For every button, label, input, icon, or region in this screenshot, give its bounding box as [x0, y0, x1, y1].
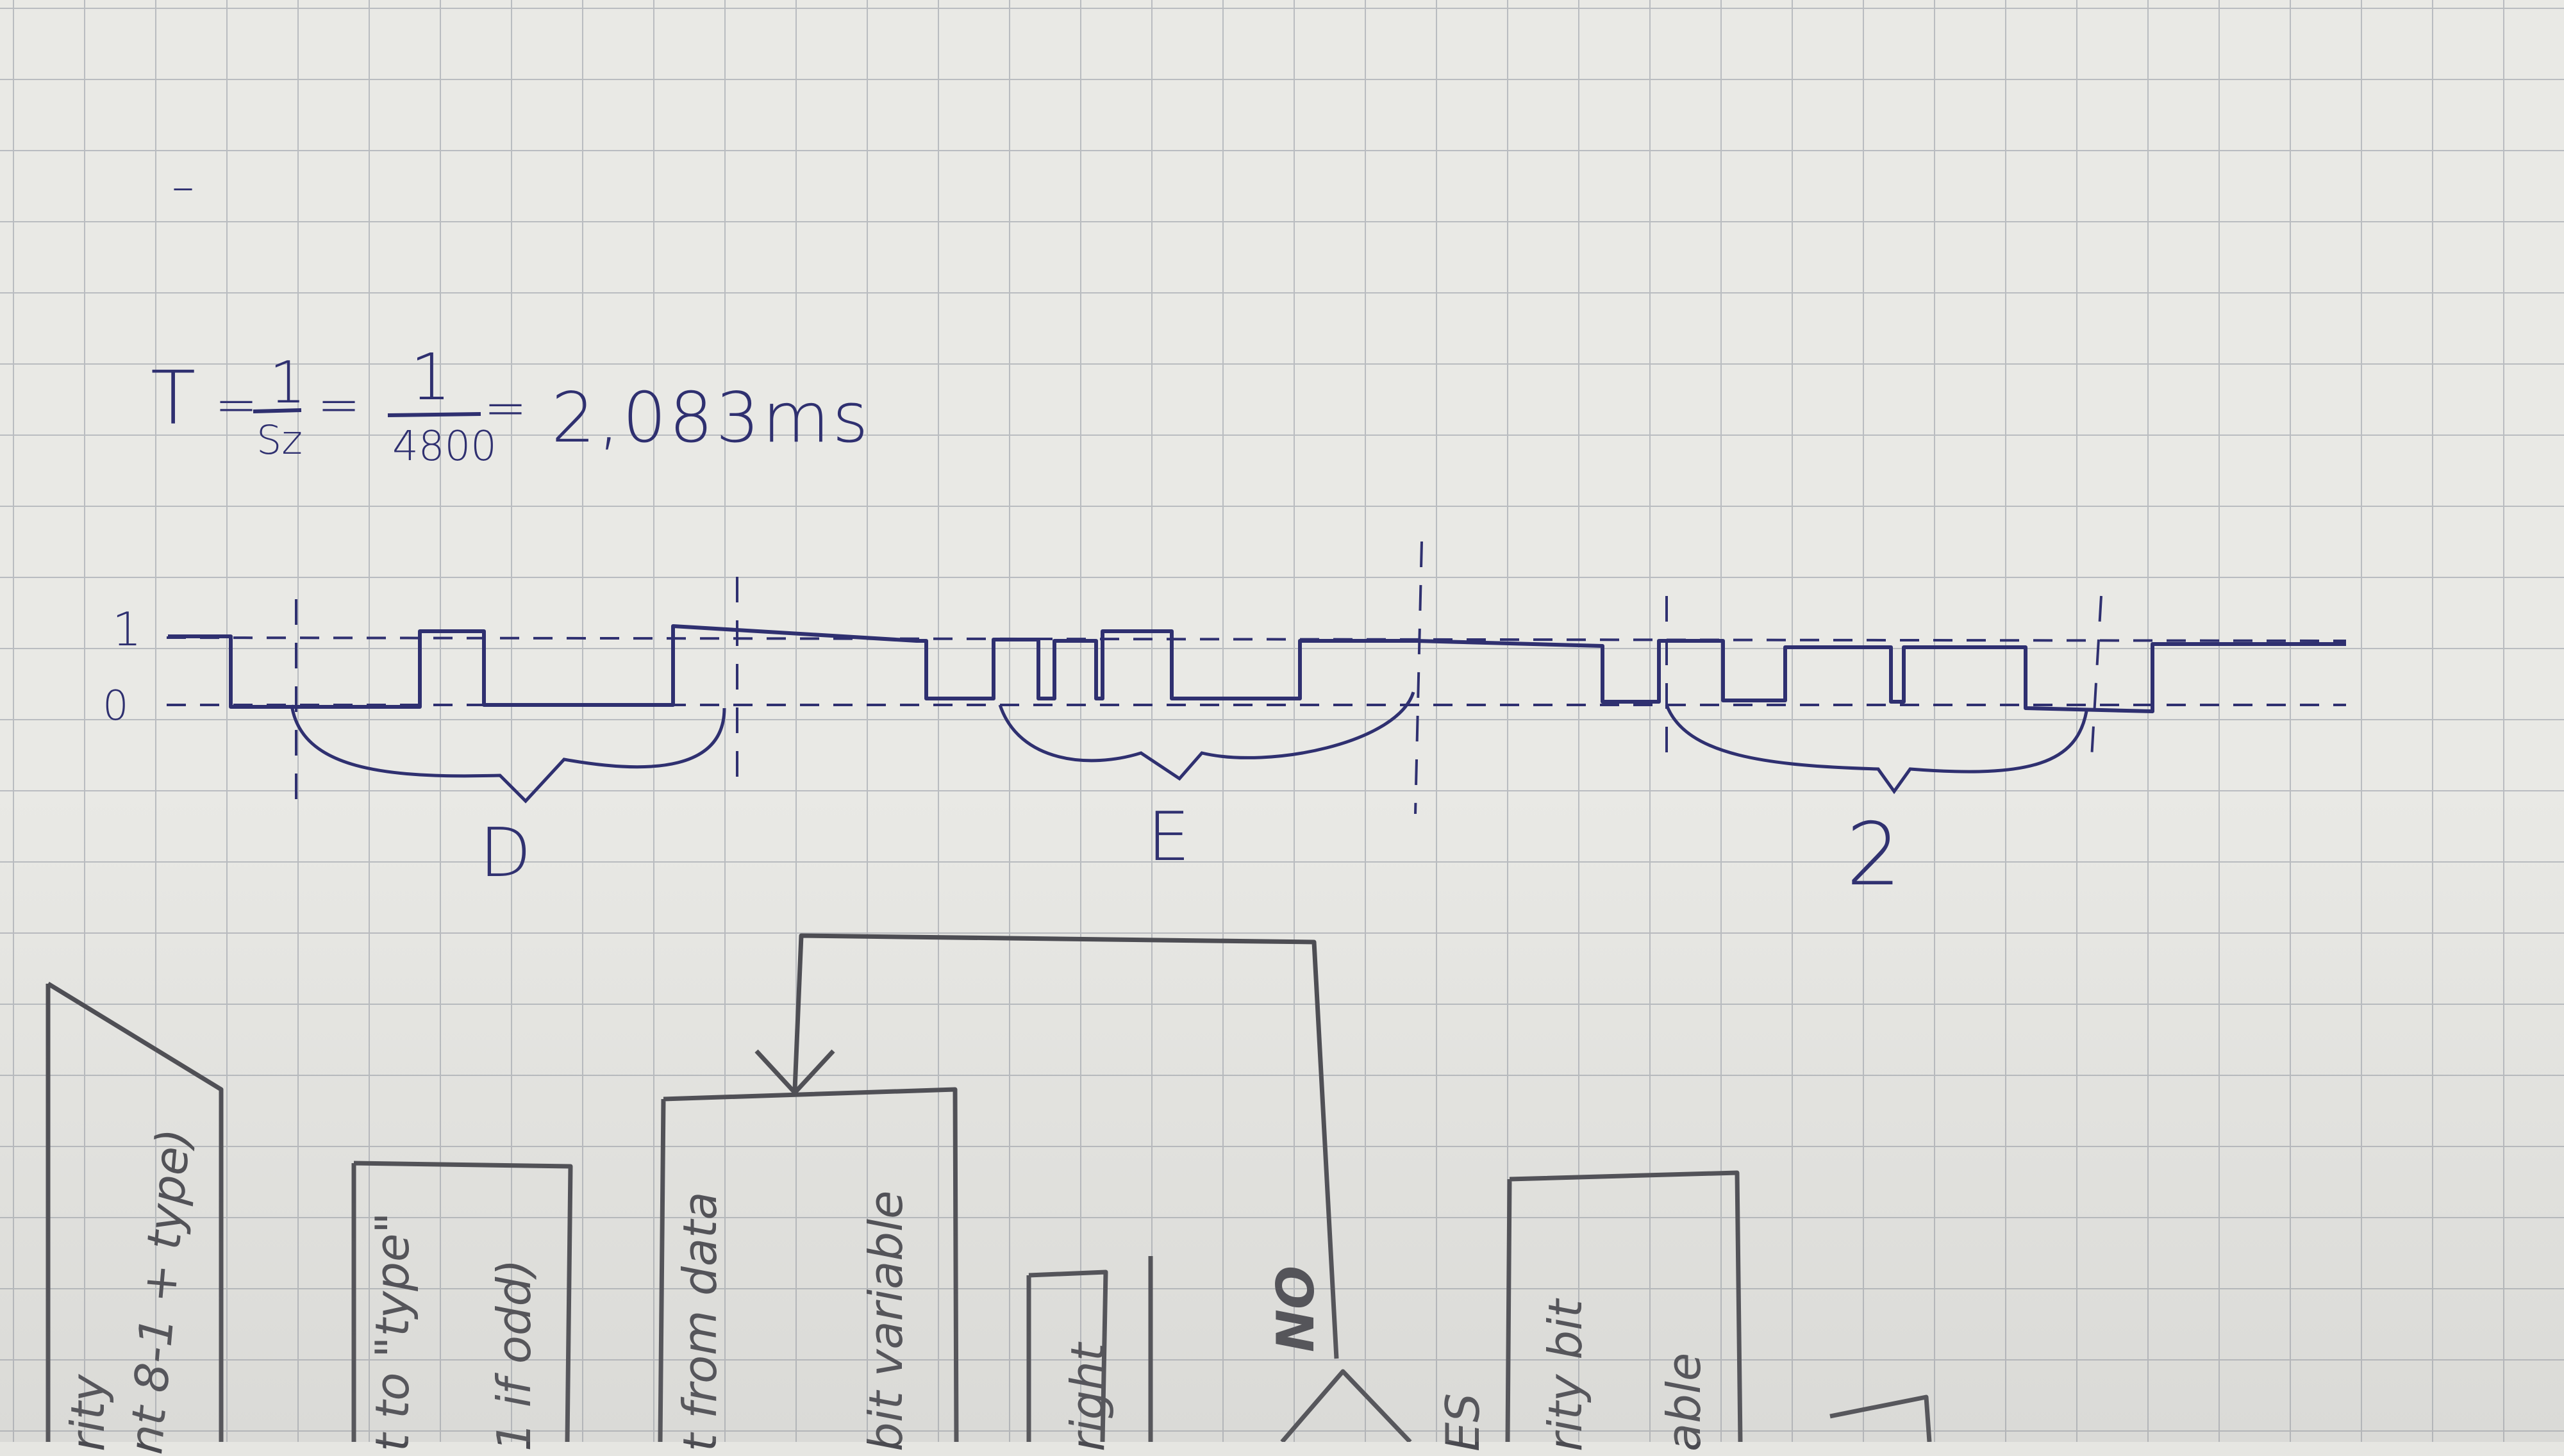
char-label-2: 2 — [1846, 804, 1901, 905]
box-f-line2: able — [1657, 1352, 1711, 1452]
box-c-line2: bit variable — [859, 1190, 913, 1452]
brace-2 — [1665, 704, 2088, 795]
box-b-line1: t to "type" — [365, 1212, 419, 1452]
stray-mark: – — [172, 160, 194, 213]
box-c-line1: t from data — [673, 1191, 727, 1452]
box-a-line1: rity — [61, 1374, 115, 1452]
box-e-line1: ES — [1436, 1393, 1490, 1452]
formula-frac1-den: Sz — [256, 417, 303, 463]
formula-lhs: T — [151, 356, 196, 442]
char-label-d: D — [479, 814, 531, 892]
box-f-line1: rity bit — [1538, 1299, 1592, 1452]
formula-eq2: = — [317, 375, 361, 434]
level-high-label: 1 — [112, 602, 142, 656]
brace-d — [290, 704, 726, 804]
formula-eq1: = — [215, 375, 258, 434]
level-guides — [166, 636, 2347, 706]
formula-frac2-num: 1 — [410, 340, 451, 415]
box-b-line2: 1 if odd) — [487, 1259, 541, 1452]
flowchart-pencil — [46, 933, 1932, 1442]
uart-waveform — [168, 624, 2346, 713]
char-label-e: E — [1147, 798, 1190, 876]
frame-separators — [295, 541, 2102, 815]
formula-eq3: = — [484, 378, 528, 438]
brace-e — [998, 691, 1415, 781]
decision-no-label: NO — [1266, 1266, 1326, 1352]
box-d-line1: right — [1061, 1343, 1115, 1452]
formula-frac1-num: 1 — [269, 349, 306, 417]
formula-result: 2,083ms — [551, 378, 871, 458]
formula-frac2-den: 4800 — [392, 423, 497, 470]
level-low-label: 0 — [103, 682, 129, 730]
